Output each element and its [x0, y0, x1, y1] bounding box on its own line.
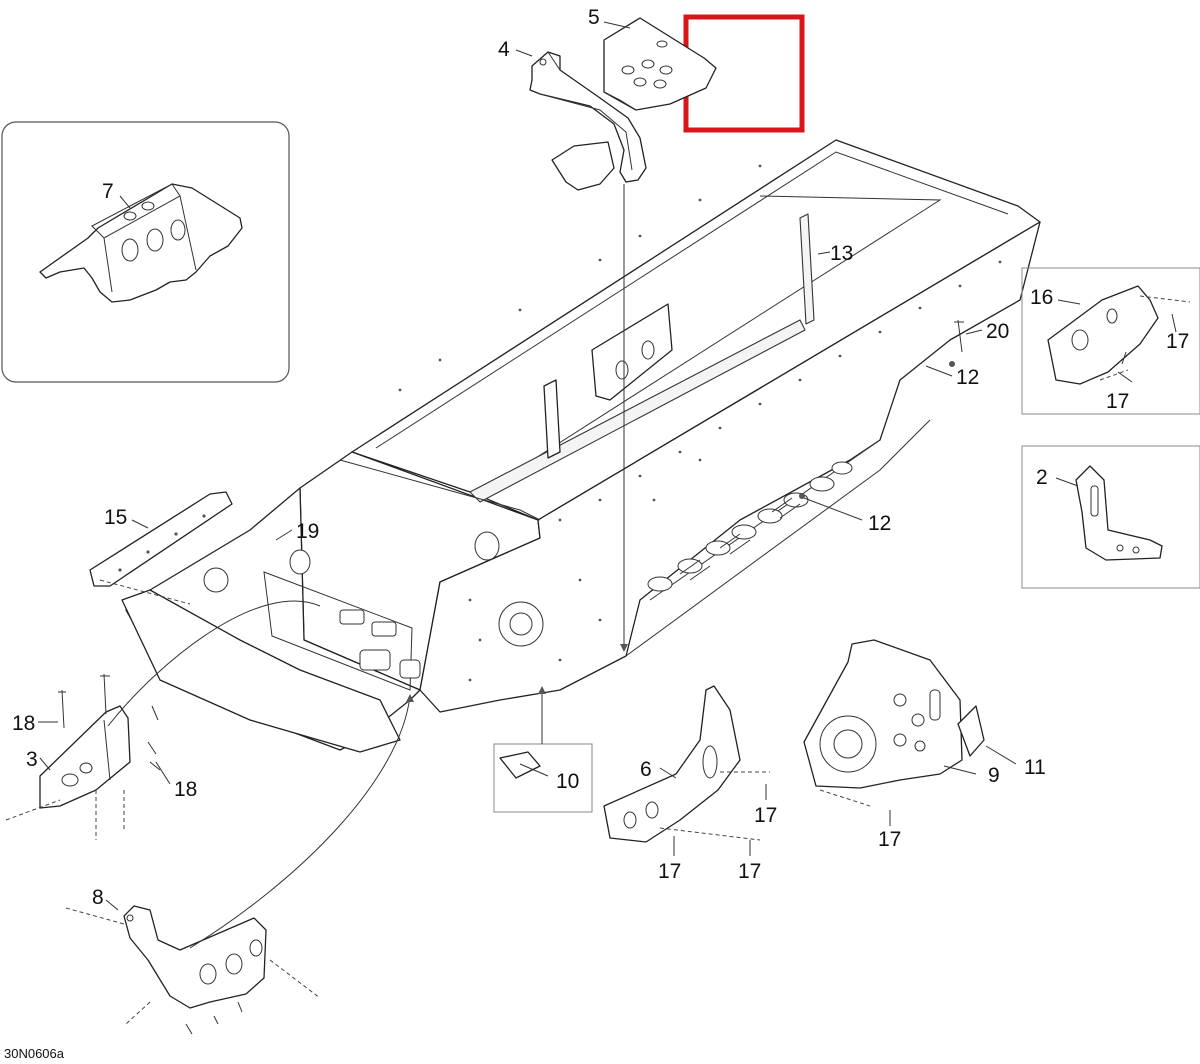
callout-12: 12	[956, 366, 979, 389]
reference-code: 30N0606a	[4, 1046, 65, 1061]
callout-13: 13	[830, 242, 853, 265]
callout-18: 18	[174, 778, 197, 801]
part-2-inset	[1021, 445, 1200, 589]
part-7-guard	[39, 183, 243, 303]
part-3-bracket	[5, 673, 161, 840]
callout-16: 16	[1030, 286, 1053, 309]
callout-10: 10	[556, 770, 579, 793]
callout-17: 17	[658, 860, 681, 883]
callout-17: 17	[754, 804, 777, 827]
part-5-plate	[603, 17, 717, 111]
part-20-rivet	[954, 319, 964, 353]
callout-17: 17	[1166, 330, 1189, 353]
part-11-bracket	[957, 705, 985, 757]
callout-9: 9	[988, 764, 1000, 787]
part-6-plate	[603, 685, 770, 843]
callout-labels: 5 4 7 13 16 17 20 12 17 2 15 19 12 18 3 …	[4, 6, 1189, 1061]
callout-20: 20	[986, 320, 1009, 343]
tunnel-assembly	[121, 139, 1041, 753]
part-15-bracket	[89, 491, 233, 605]
callout-2: 2	[1036, 466, 1048, 489]
callout-6: 6	[640, 758, 652, 781]
handle-gusset	[551, 141, 615, 191]
callout-19: 19	[296, 520, 319, 543]
callout-17: 17	[878, 828, 901, 851]
part-4-handle	[529, 51, 647, 183]
part-10-inset	[493, 743, 593, 813]
part-8-bracket	[65, 905, 321, 1035]
callout-15: 15	[104, 506, 127, 529]
callout-17: 17	[1106, 390, 1129, 413]
leader-lines	[38, 21, 1177, 949]
callout-17: 17	[738, 860, 761, 883]
callout-7: 7	[102, 180, 114, 203]
callout-3: 3	[26, 748, 38, 771]
part-9-plate	[803, 639, 963, 807]
callout-18: 18	[12, 712, 35, 735]
callout-12: 12	[868, 512, 891, 535]
callout-5: 5	[588, 6, 600, 29]
callout-8: 8	[92, 886, 104, 909]
part-7-inset	[1, 121, 290, 383]
callout-11: 11	[1024, 756, 1046, 779]
callout-4: 4	[498, 38, 510, 61]
part-16-inset	[1021, 267, 1200, 415]
